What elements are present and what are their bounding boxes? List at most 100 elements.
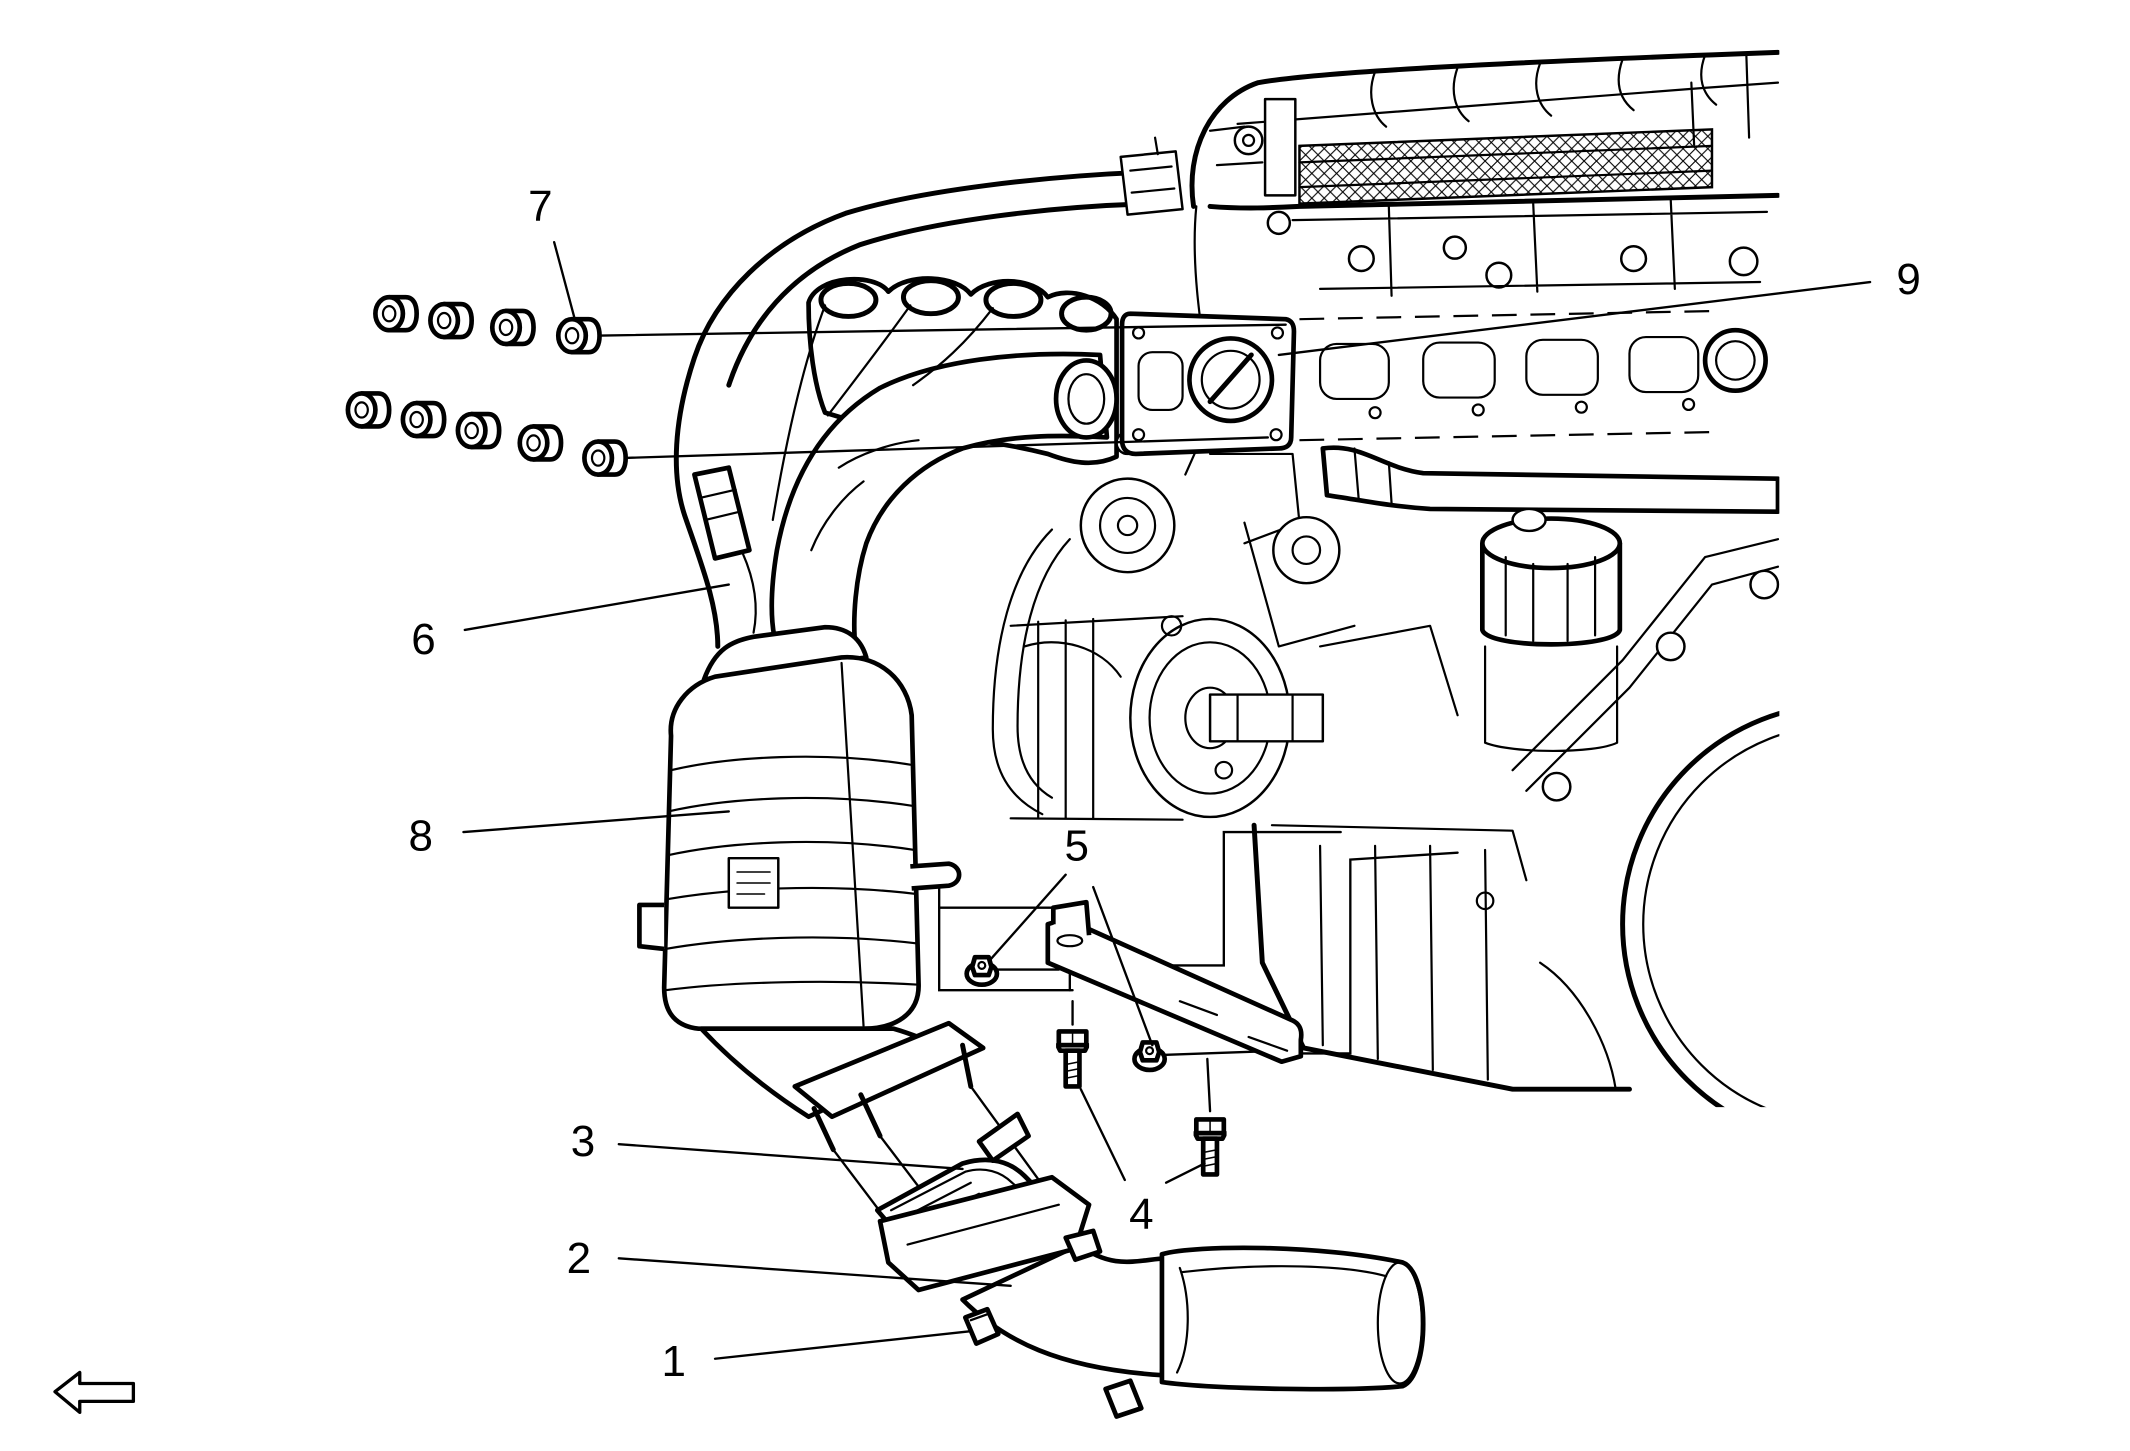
block-side-flange — [1511, 538, 1780, 772]
belt-tensioner — [1272, 515, 1341, 585]
coolant-hose-clamp — [1353, 447, 1393, 505]
callout-7: 7 — [528, 182, 552, 231]
resonator-end-cap — [1376, 1261, 1423, 1385]
converter-shield-seam — [840, 661, 865, 1028]
front-pipe-flange-edge — [906, 1203, 1060, 1246]
ac-compressor-body — [1009, 615, 1184, 821]
injector-3 — [1442, 235, 1468, 260]
throttle-hoses — [1208, 125, 1264, 167]
alternator-hub — [1116, 514, 1139, 537]
engine-assembly — [991, 49, 1780, 1108]
bracket-bolt-1 — [1057, 1031, 1087, 1086]
manifold-nut-4 — [558, 319, 599, 352]
front-pipe-nut-edge — [969, 1312, 992, 1322]
left-arrow-icon — [53, 1370, 136, 1415]
bracket-tab — [1050, 899, 1092, 936]
oil-pan-drain-plug — [1475, 891, 1495, 911]
leader-line-5b — [1092, 885, 1154, 1047]
head-port-1 — [1318, 342, 1390, 401]
ac-fitting-2 — [1214, 760, 1234, 780]
fuel-rail-edges — [1298, 144, 1714, 189]
head-port-2 — [1422, 341, 1496, 399]
bracket-nut-2 — [1134, 1042, 1164, 1070]
coolant-pipe — [1320, 445, 1780, 515]
gasket-port-slash — [1207, 352, 1254, 405]
intake-plenum-lower-edge — [1236, 81, 1780, 126]
converter-label-lines — [736, 871, 771, 895]
resonator-inlet-seam — [1175, 1266, 1189, 1374]
ac-fitting-1 — [1160, 615, 1183, 637]
head-port-4 — [1628, 335, 1700, 394]
oil-pan-outline — [1251, 822, 1632, 1092]
callout-1: 1 — [662, 1337, 686, 1386]
callout-2: 2 — [567, 1234, 591, 1283]
oil-filter-cap-nub — [1511, 507, 1547, 533]
drive-belt-inner — [1016, 538, 1071, 799]
injector-1 — [1266, 210, 1292, 236]
manifold-outlet-port — [1053, 358, 1119, 440]
front-pipe-lower-stud — [1103, 1378, 1144, 1419]
leader-line-4b — [1164, 1162, 1206, 1184]
gasket-hole-2 — [1270, 326, 1285, 340]
head-cover-edge — [1207, 192, 1780, 211]
injector-6 — [1728, 246, 1759, 277]
fuel-rail-cover — [1298, 128, 1714, 205]
head-stud-hole-3 — [1574, 400, 1588, 414]
gasket-port-left — [1137, 351, 1184, 412]
oxygen-sensor-harness — [726, 201, 1155, 388]
head-stud-hole-4 — [1681, 397, 1696, 412]
manifold-port-1 — [818, 280, 879, 319]
manifold-heat-shield-outline — [673, 169, 1151, 649]
oil-pan-ribs — [1318, 844, 1489, 1081]
leader-line-8 — [462, 810, 730, 834]
bellhousing-boss-3 — [1749, 569, 1780, 600]
converter-inlet-cone — [701, 624, 869, 682]
converter-rib-3 — [665, 840, 916, 857]
gasket-port-inner — [1200, 349, 1261, 410]
bracket-slot-2 — [1247, 1035, 1289, 1052]
manifold-port-4 — [1059, 294, 1114, 333]
outlet-gasket-tab — [976, 1111, 1031, 1164]
oil-filter-base — [1483, 645, 1619, 753]
manifold-nut-7 — [458, 414, 499, 447]
bracket-plate — [1045, 916, 1304, 1065]
bracket-slot-3 — [1178, 1000, 1219, 1017]
leader-line-7 — [552, 240, 576, 321]
bolt-4-alignment-line-2 — [1206, 1057, 1212, 1113]
head-face-top-phantom — [1299, 309, 1719, 321]
bracket-nut-1 — [967, 957, 997, 985]
leader-line-4a — [1079, 1088, 1126, 1182]
bellhousing-boss-2 — [1655, 631, 1686, 662]
sensor-plug — [1233, 125, 1264, 156]
converter-rib-4 — [664, 886, 917, 901]
leader-line-3 — [617, 1143, 964, 1171]
exhaust-manifold — [673, 136, 1184, 649]
injector-5 — [1619, 245, 1648, 273]
front-pipe-nut — [962, 1306, 1001, 1346]
converter-flange-studs — [811, 1042, 974, 1153]
callout-5: 5 — [1064, 821, 1088, 870]
manifold-outlet-port-inner — [1067, 373, 1106, 425]
flywheel-housing-outer — [1620, 710, 1780, 1108]
oxygen-sensor — [692, 465, 752, 561]
converter-hanger-clip — [910, 861, 962, 891]
converter-rib-6 — [664, 980, 920, 992]
injector-4 — [1485, 261, 1513, 289]
callout-9: 9 — [1896, 255, 1920, 304]
head-rail-lines — [1291, 198, 1769, 297]
nut-row-2-alignment-line — [620, 436, 1269, 460]
manifold-nut-2 — [430, 304, 471, 337]
head-stud-hole-2 — [1471, 403, 1485, 417]
converter-rib-1 — [669, 755, 912, 772]
callout-8: 8 — [409, 812, 433, 861]
manifold-nut-3 — [492, 311, 533, 344]
leader-line-5a — [988, 873, 1067, 962]
bellhousing-boss-1 — [1541, 771, 1572, 802]
callout-6: 6 — [411, 615, 435, 664]
callout-4: 4 — [1129, 1190, 1153, 1239]
front-pipe-nut-body — [962, 1306, 1001, 1346]
bracket-slot-1 — [1056, 934, 1084, 948]
oil-pan-rail — [1270, 824, 1528, 882]
